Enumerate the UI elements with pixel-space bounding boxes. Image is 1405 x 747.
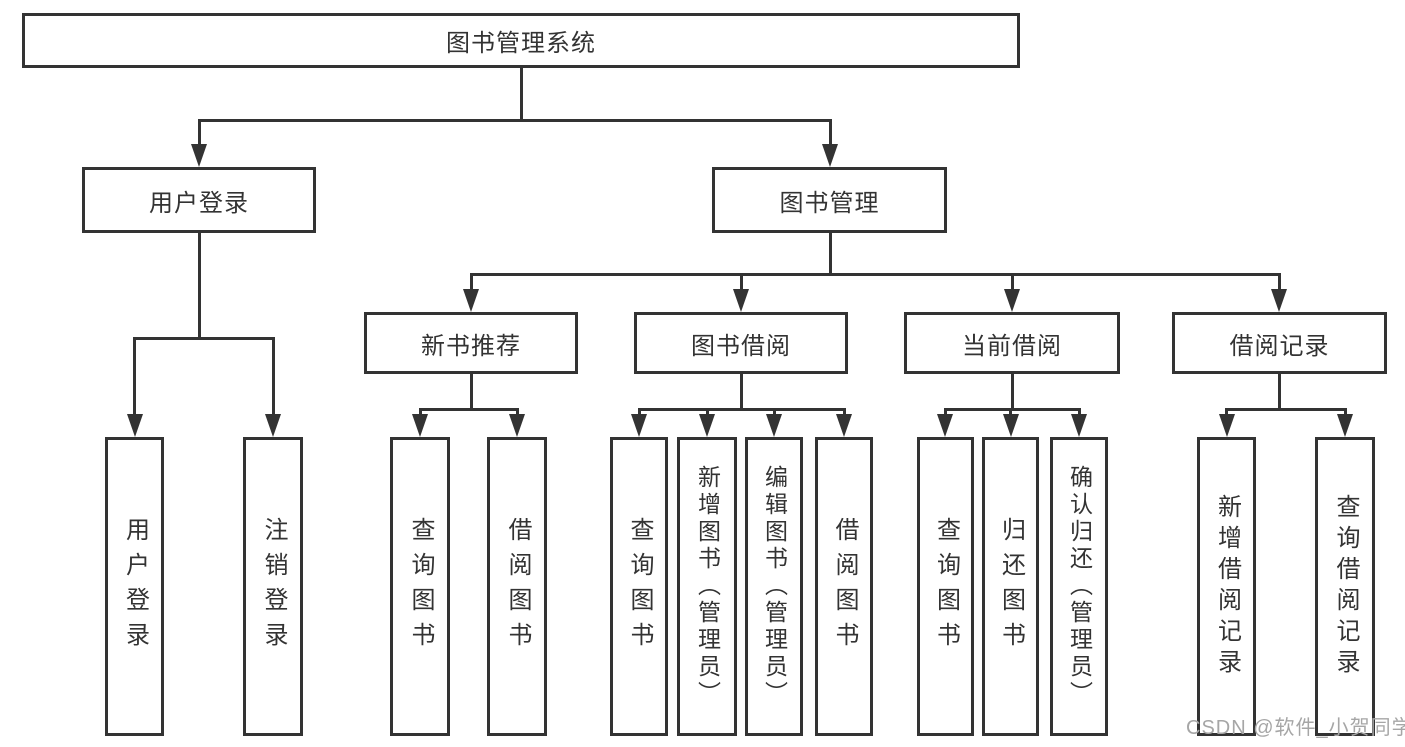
- arrow-down-icon: [937, 414, 953, 437]
- leaf-query-books-recommend: 查询图书: [390, 437, 450, 736]
- connector-vline: [1010, 273, 1014, 294]
- connector-hline: [943, 408, 1081, 411]
- leaf-borrow-books-recommend: 借阅图书: [487, 437, 547, 736]
- leaf-label: 新增图书（管理员）: [694, 465, 721, 708]
- leaf-label: 确认归还（管理员）: [1066, 465, 1093, 708]
- node-user-login: 用户登录: [82, 167, 316, 233]
- connector-vline: [418, 408, 422, 419]
- connector-vline: [1225, 408, 1228, 419]
- connector-vline: [842, 408, 846, 419]
- arrow-down-icon: [699, 414, 715, 437]
- leaf-add-borrow-record: 新增借阅记录: [1197, 437, 1256, 736]
- connector-hline: [469, 273, 1281, 276]
- leaf-return-books: 归还图书: [982, 437, 1039, 736]
- node-label: 新书推荐: [421, 332, 521, 360]
- connector-vline: [519, 67, 523, 122]
- leaf-label: 新增借阅记录: [1213, 493, 1241, 680]
- node-current-borrowing: 当前借阅: [904, 312, 1120, 374]
- leaf-borrow-books-borrowing: 借阅图书: [815, 437, 873, 736]
- arrow-down-icon: [463, 289, 479, 312]
- connector-vline: [1010, 374, 1014, 411]
- leaf-query-borrow-record: 查询借阅记录: [1315, 437, 1375, 736]
- watermark: CSDN @软件_小贺同学: [1186, 717, 1405, 739]
- leaf-label: 借阅图书: [831, 516, 858, 657]
- leaf-label: 用户登录: [121, 516, 149, 657]
- leaf-query-books-borrowing: 查询图书: [610, 437, 668, 736]
- arrow-down-icon: [191, 144, 207, 167]
- arrow-down-icon: [1337, 414, 1353, 437]
- node-borrowing-records: 借阅记录: [1172, 312, 1387, 374]
- arrow-down-icon: [509, 414, 525, 437]
- connector-vline: [271, 337, 275, 419]
- connector-vline: [1009, 408, 1012, 419]
- leaf-label: 查询借阅记录: [1332, 493, 1359, 680]
- arrow-down-icon: [1004, 289, 1020, 312]
- arrow-down-icon: [1071, 414, 1087, 437]
- leaf-label: 查询图书: [932, 516, 960, 657]
- arrow-down-icon: [733, 289, 749, 312]
- arrow-down-icon: [1271, 289, 1287, 312]
- connector-vline: [133, 337, 136, 419]
- node-label: 图书管理系统: [446, 30, 596, 57]
- leaf-logout: 注销登录: [243, 437, 303, 736]
- connector-vline: [772, 408, 776, 419]
- leaf-label: 归还图书: [997, 516, 1025, 657]
- arrow-down-icon: [766, 414, 782, 437]
- leaf-edit-books-admin: 编辑图书（管理员）: [745, 437, 803, 736]
- connector-vline: [197, 119, 201, 149]
- node-library-management-system: 图书管理系统: [22, 13, 1020, 68]
- node-label: 图书管理: [779, 189, 880, 217]
- connector-vline: [1277, 273, 1281, 294]
- connector-vline: [197, 233, 201, 340]
- connector-vline: [1077, 408, 1081, 419]
- leaf-add-books-admin: 新增图书（管理员）: [677, 437, 737, 736]
- connector-vline: [637, 408, 641, 419]
- connector-hline: [418, 408, 519, 411]
- connector-vline: [943, 408, 947, 419]
- node-book-borrowing: 图书借阅: [634, 312, 848, 374]
- connector-vline: [1343, 408, 1347, 419]
- connector-vline: [828, 233, 832, 276]
- arrow-down-icon: [631, 414, 647, 437]
- arrow-down-icon: [412, 414, 428, 437]
- leaf-label: 注销登录: [260, 516, 287, 657]
- leaf-label: 编辑图书（管理员）: [761, 465, 788, 708]
- connector-hline: [197, 119, 832, 122]
- leaf-label: 借阅图书: [504, 516, 531, 657]
- leaf-user-login: 用户登录: [105, 437, 164, 736]
- connector-hline: [133, 337, 275, 340]
- connector-hline: [637, 408, 846, 411]
- connector-vline: [1277, 374, 1281, 411]
- connector-vline: [705, 408, 709, 419]
- node-book-management: 图书管理: [712, 167, 947, 233]
- leaf-label: 查询图书: [626, 516, 653, 657]
- arrow-down-icon: [126, 414, 143, 437]
- arrow-down-icon: [836, 414, 852, 437]
- arrow-down-icon: [265, 414, 281, 437]
- connector-hline: [1225, 408, 1347, 411]
- connector-vline: [515, 408, 519, 419]
- node-label: 用户登录: [149, 189, 249, 217]
- node-label: 图书借阅: [691, 332, 791, 360]
- leaf-confirm-return-admin: 确认归还（管理员）: [1050, 437, 1108, 736]
- arrow-down-icon: [1218, 414, 1235, 437]
- node-label: 当前借阅: [962, 332, 1062, 360]
- connector-vline: [739, 273, 743, 294]
- node-new-book-recommend: 新书推荐: [364, 312, 578, 374]
- connector-vline: [469, 374, 473, 411]
- arrow-down-icon: [1002, 414, 1019, 437]
- leaf-label: 查询图书: [407, 516, 434, 657]
- node-label: 借阅记录: [1229, 332, 1330, 360]
- connector-vline: [739, 374, 743, 411]
- connector-vline: [828, 119, 832, 149]
- arrow-down-icon: [822, 144, 838, 167]
- connector-vline: [469, 273, 473, 294]
- leaf-query-books-current: 查询图书: [917, 437, 974, 736]
